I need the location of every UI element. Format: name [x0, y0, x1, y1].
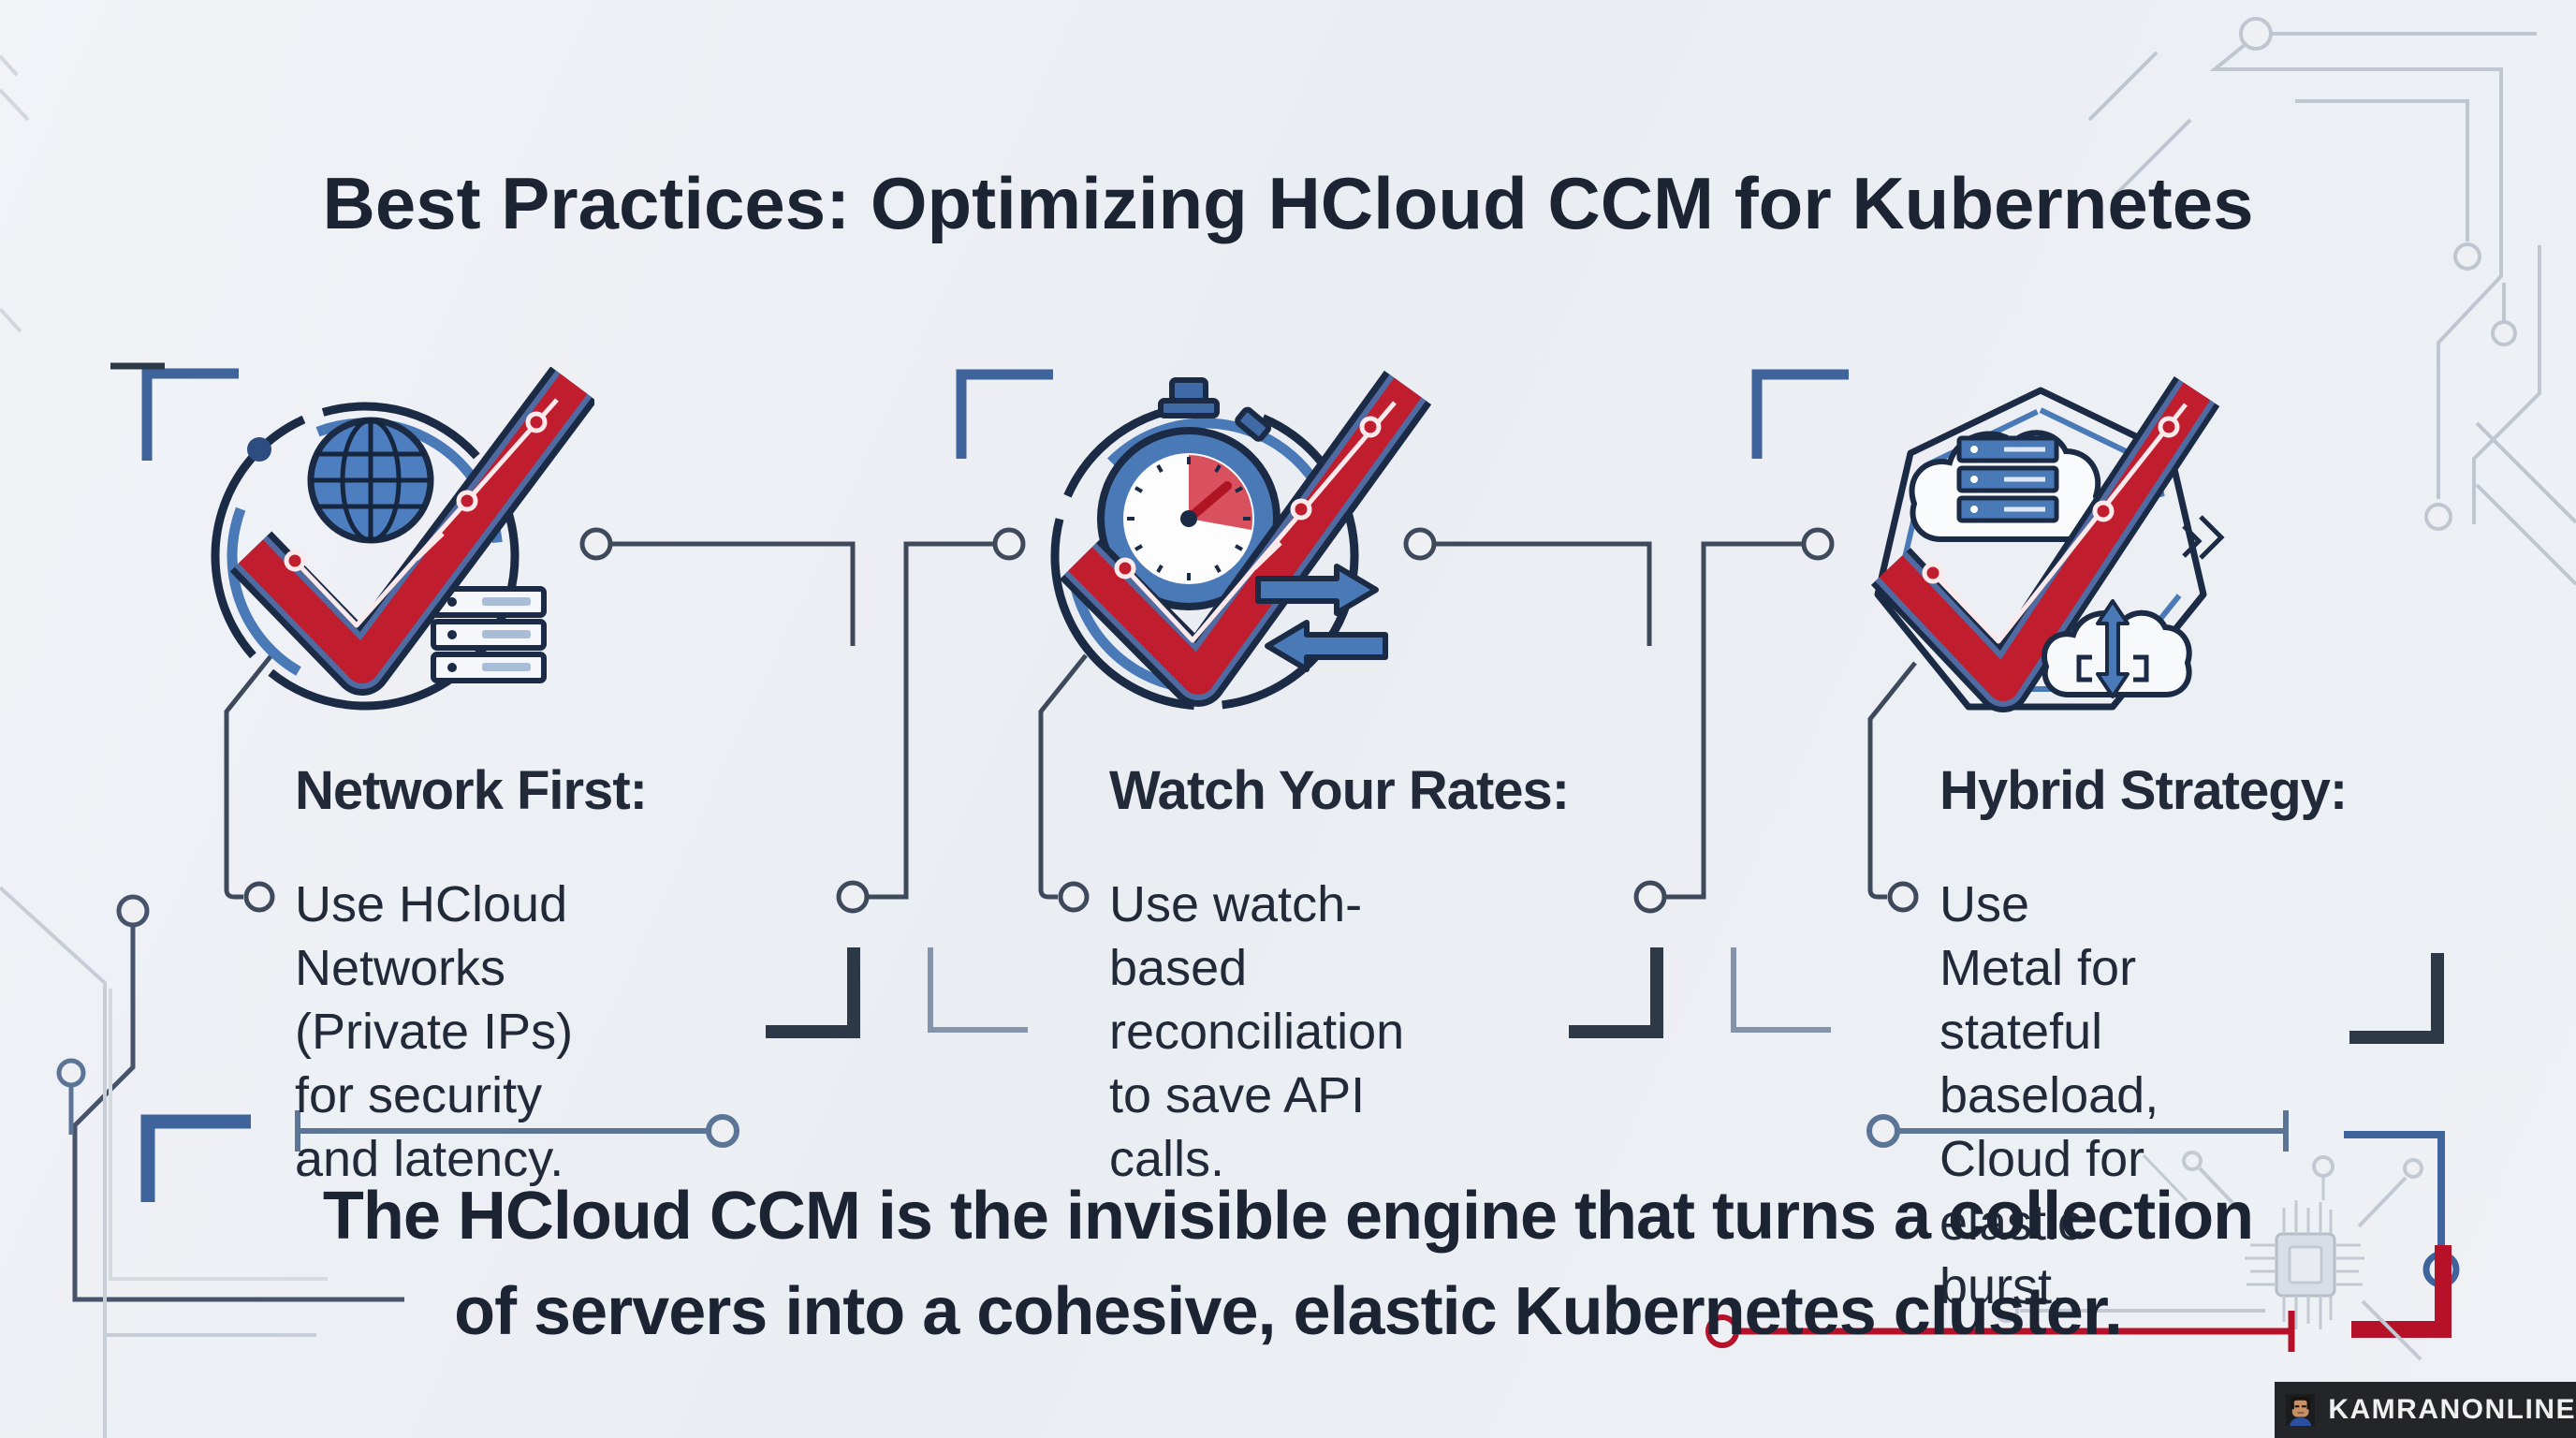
hybrid-cloud-servers-check-icon: [1870, 376, 2225, 712]
corner-trace-bottomleft-icon: [0, 886, 404, 1438]
column-body: Use Metal for stateful baseload, Cloud f…: [1939, 876, 2159, 1314]
cloud-server-stack-icon: [1909, 430, 2101, 542]
globe-icon: [307, 417, 434, 544]
column-heading: Network First:: [295, 760, 648, 821]
circuit-checkmark: [1059, 370, 1432, 707]
server-stack-icon: [431, 586, 547, 683]
watermark-text: KAMRANONLINE: [2328, 1394, 2576, 1425]
stopwatch-sync-check-icon: [1050, 370, 1432, 711]
red-accent-line: [1705, 1245, 2452, 1352]
circuit-checkmark: [229, 367, 594, 696]
avatar: [2286, 1393, 2316, 1427]
watermark-badge: KAMRANONLINE: [2275, 1382, 2576, 1438]
page-title: Best Practices: Optimizing HCloud CCM fo…: [322, 162, 2254, 244]
column-body: Use watch-based reconciliation to save A…: [1109, 876, 1405, 1187]
column-heading: Hybrid Strategy:: [1939, 760, 2348, 821]
column-corner-brackets: [141, 368, 1849, 461]
globe-network-servers-check-icon: [211, 367, 594, 711]
icon-connector-traces: [579, 527, 1835, 914]
stopwatch-icon: [1097, 377, 1281, 610]
sync-arrows-icon: [1255, 564, 1388, 672]
circuit-checkmark: [1870, 376, 2220, 712]
column-body: Use HCloud Networks (Private IPs) for se…: [295, 876, 574, 1187]
quote-line-2: of servers into a cohesive, elastic Kube…: [454, 1274, 2123, 1349]
text-gap-brackets: [766, 947, 2444, 1044]
chevron-marks-icon: [2182, 515, 2225, 560]
cloud-scale-arrow-icon: [2042, 599, 2192, 698]
cpu-chip-icon: [1995, 1151, 2423, 1361]
quote-tick-lines: [295, 1110, 2289, 1152]
column-heading: Watch Your Rates:: [1109, 760, 1570, 821]
summary-quote: The HCloud CCM is the invisible engine t…: [0, 1168, 2576, 1359]
corner-trace-topright-icon: [2087, 17, 2576, 586]
corner-trace-topleft-icon: [0, 54, 30, 333]
text-bullet-connectors: [224, 653, 1919, 913]
quote-line-1: The HCloud CCM is the invisible engine t…: [322, 1179, 2254, 1254]
